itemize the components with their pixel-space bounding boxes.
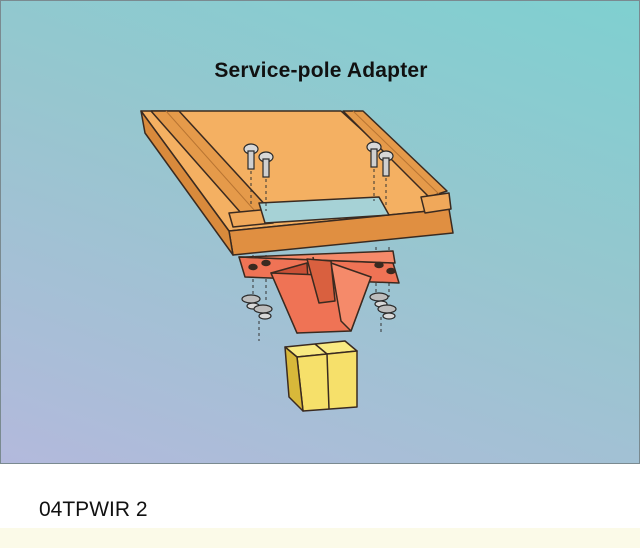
diagram-panel: Service-pole Adapter: [0, 0, 640, 464]
raceway-front-lip-right: [420, 192, 452, 214]
raceway-channel: [140, 110, 454, 256]
caption-area: [0, 464, 640, 528]
adapter-funnel-right: [330, 262, 372, 332]
nut-icon: [241, 294, 261, 310]
bottom-nuts: [241, 292, 397, 320]
screw-icon: [378, 150, 394, 177]
exploded-assembly-illustration: [140, 110, 454, 412]
raceway-opening: [258, 196, 390, 224]
nut-icon: [253, 304, 273, 320]
screw-icon: [258, 151, 274, 178]
nut-icon: [377, 304, 397, 320]
top-screws: [243, 141, 394, 178]
pole-insert: [284, 340, 358, 412]
insert-side: [284, 346, 304, 412]
nut-icon: [369, 292, 389, 308]
raceway-left-face: [140, 110, 234, 256]
adapter-divider: [306, 258, 336, 304]
adapter-flange-back: [238, 250, 396, 264]
figure-caption: 04TPWIR 2: [39, 498, 148, 521]
diagram-title: Service-pole Adapter: [214, 59, 428, 82]
screw-icon: [366, 141, 382, 168]
bottom-strip: [0, 528, 640, 548]
raceway-right-lip: [342, 110, 448, 198]
screw-icon: [243, 143, 259, 170]
adapter-bracket: [238, 250, 400, 334]
